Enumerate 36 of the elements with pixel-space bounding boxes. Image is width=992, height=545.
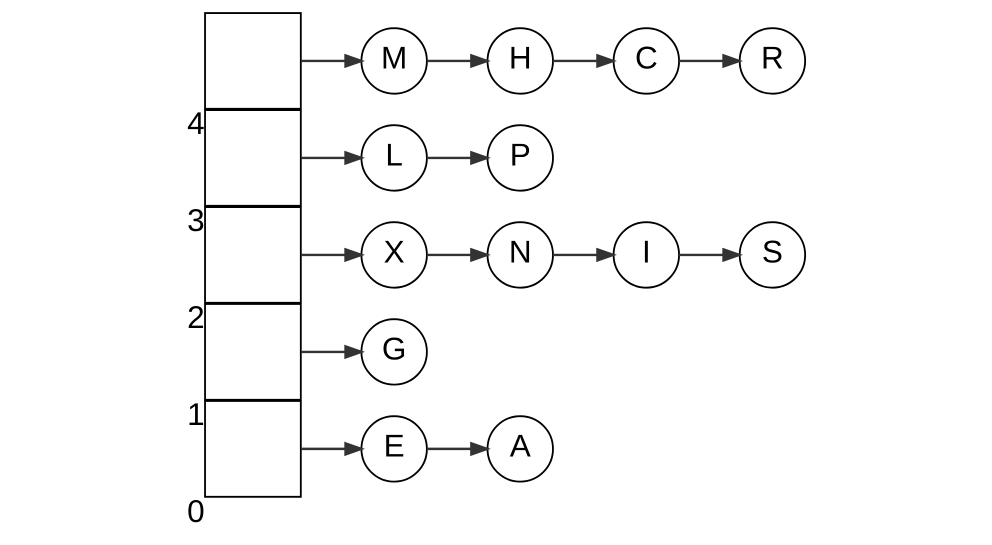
- node-label: 1: [187, 396, 205, 432]
- arrow: [301, 54, 365, 68]
- node-label: 4: [187, 105, 205, 142]
- node-box: [204, 400, 302, 498]
- node-circle: M: [360, 27, 428, 95]
- arrow: [552, 54, 617, 68]
- node-circle: N: [486, 221, 554, 289]
- node-circle: A: [486, 415, 554, 483]
- arrow: [426, 54, 491, 68]
- node-circle: C: [612, 27, 680, 95]
- arrow: [301, 150, 365, 166]
- node-label: 0: [187, 493, 205, 530]
- arrow: [301, 442, 365, 456]
- arrow: [552, 248, 617, 262]
- arrow: [301, 248, 365, 262]
- node-circle: S: [738, 221, 806, 289]
- arrow: [426, 248, 491, 262]
- node-box: [204, 12, 302, 110]
- node-circle: H: [486, 27, 554, 95]
- arrow: [426, 150, 491, 166]
- node-circle: G: [360, 318, 428, 386]
- node-circle: P: [486, 124, 554, 192]
- node-circle: R: [738, 27, 806, 95]
- arrow: [301, 344, 365, 360]
- arrow: [679, 248, 743, 262]
- node-circle: L: [360, 124, 428, 192]
- node-label: 3: [187, 202, 205, 238]
- node-box: [204, 109, 302, 207]
- node-circle: X: [360, 221, 428, 289]
- node-circle: E: [360, 415, 428, 483]
- node-box: [204, 303, 302, 401]
- arrow: [426, 442, 491, 456]
- arrow: [679, 54, 743, 68]
- node-circle: I: [612, 221, 680, 289]
- node-box: [204, 206, 302, 304]
- node-label: 2: [187, 299, 205, 336]
